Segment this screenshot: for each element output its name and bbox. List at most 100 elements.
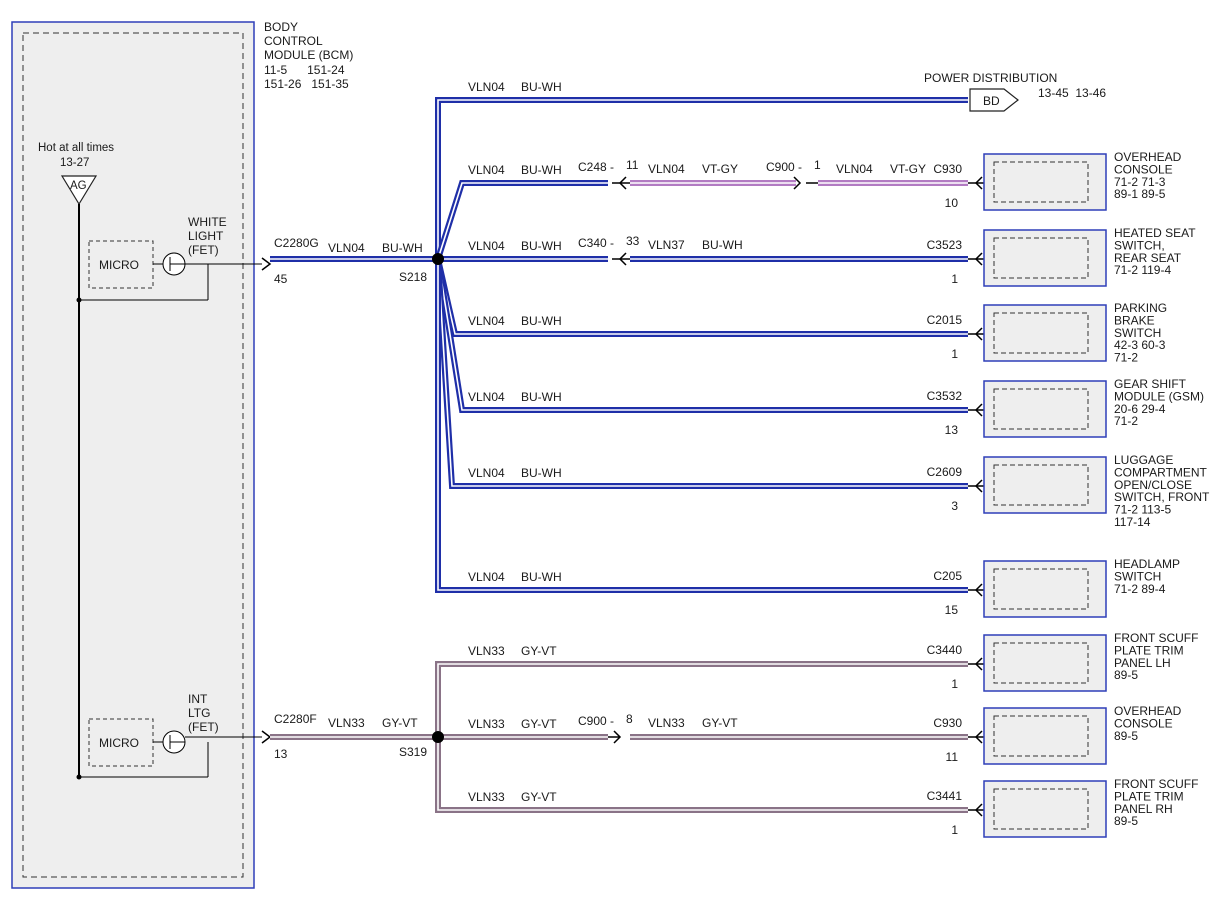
segment-color: BU-WH: [521, 466, 562, 480]
segment-circuit: VLN04: [836, 162, 873, 176]
wire-layer: [270, 97, 968, 740]
segment-circuit: VLN04: [468, 314, 505, 328]
component-label-line: PARKING: [1114, 301, 1167, 315]
power-distribution-title: POWER DISTRIBUTION: [924, 71, 1057, 85]
driver-connector: C2280G: [274, 236, 319, 250]
power-supply: Hot at all times 13-27 AG: [38, 142, 208, 780]
driver-int-ltg: MICRO INT LTG (FET) C2280F 13 VLN33 GY-V…: [88, 692, 427, 777]
driver-color: GY-VT: [382, 716, 418, 730]
bd-connector-icon: [969, 88, 1019, 112]
component-label-line: SWITCH,: [1114, 238, 1165, 252]
component-label-line: OPEN/CLOSE: [1114, 478, 1192, 492]
inline-pin: 8: [626, 712, 633, 726]
bcm-inner-outline: [22, 32, 244, 878]
component-inner-box: [993, 788, 1089, 830]
bcm-refs: 11-5 151-24 151-26 151-35: [0, 0, 368, 91]
splice-dot-s319: [432, 731, 444, 743]
component-label-line: HEATED SEAT: [1114, 226, 1196, 240]
wire-outer: [435, 258, 968, 337]
wire-inner: [437, 182, 608, 260]
driver-pin: 45: [274, 272, 288, 286]
end-pin: 1: [951, 823, 958, 837]
component-label-line: COMPARTMENT: [1114, 465, 1208, 479]
bcm-outline: [11, 21, 255, 889]
segment-circuit: VLN04: [468, 570, 505, 584]
inline-pin: 11: [626, 158, 639, 172]
segment-color: VT-GY: [890, 162, 926, 176]
component-box: [983, 456, 1107, 514]
wire-inner: [437, 663, 968, 737]
component-label-line: 71-2 89-4: [1114, 582, 1166, 596]
driver-circuit: VLN04: [328, 241, 365, 255]
inline-connector: C340: [578, 236, 607, 250]
end-pin: 1: [951, 272, 958, 286]
wire-outer: [435, 737, 968, 813]
micro-label: MICRO: [99, 736, 139, 750]
component-label-line: PANEL LH: [1114, 656, 1171, 670]
wire-outer: [435, 258, 968, 489]
component-label-line: CONSOLE: [1114, 716, 1173, 730]
hot-ref: 13-27: [60, 157, 89, 169]
component-box: [983, 229, 1107, 287]
component-box: [983, 153, 1107, 211]
component-label-line: 117-14: [1114, 515, 1151, 529]
component-label-line: 89-1 89-5: [1114, 187, 1166, 201]
segment-circuit: VLN33: [468, 790, 505, 804]
component-label-line: FRONT SCUFF: [1114, 631, 1198, 645]
segment-circuit: VLN04: [648, 162, 685, 176]
component-label-line: 89-5: [1114, 729, 1138, 743]
component-label-line: PLATE TRIM: [1114, 789, 1184, 803]
component-label-line: OVERHEAD: [1114, 704, 1182, 718]
driver-label: INT LTG (FET): [188, 692, 219, 734]
end-connector: C2609: [927, 465, 963, 479]
component-label-line: LUGGAGE: [1114, 453, 1173, 467]
component-box: [983, 634, 1107, 692]
component-label-line: FRONT SCUFF: [1114, 777, 1198, 791]
segment-color: GY-VT: [521, 790, 557, 804]
component-box: [983, 707, 1107, 765]
pd-wire: [435, 97, 968, 259]
driver-pin: 13: [274, 747, 288, 761]
end-pin: 3: [951, 499, 958, 513]
segment-color: BU-WH: [521, 314, 562, 328]
component-inner-box: [993, 464, 1089, 506]
component-label-line: 71-2 71-3: [1114, 175, 1166, 189]
splice-label: S218: [399, 270, 427, 284]
end-connector: C3441: [927, 789, 963, 803]
component-label-line: SWITCH: [1114, 569, 1161, 583]
segment-circuit: VLN04: [468, 466, 505, 480]
end-pin: 15: [945, 603, 959, 617]
component-label-line: 89-5: [1114, 814, 1138, 828]
component-label-line: PANEL RH: [1114, 802, 1173, 816]
inline-arrow-icon: [793, 176, 802, 190]
pd-circuit: VLN04: [468, 80, 505, 94]
segment-circuit: VLN37: [648, 238, 685, 252]
end-connector: C930: [933, 716, 962, 730]
component-inner-box: [993, 237, 1089, 279]
component-label-line: MODULE (GSM): [1114, 389, 1204, 403]
wire-inner: [437, 259, 968, 591]
component-label-line: 71-2: [1114, 351, 1138, 365]
segment-color: VT-GY: [702, 162, 738, 176]
wire-outer: [435, 97, 968, 259]
inline-connector: C900: [578, 714, 607, 728]
branch-wire: [435, 661, 968, 737]
inline-pin: 33: [626, 234, 640, 248]
end-connector: C3532: [927, 389, 963, 403]
component-label-line: BRAKE: [1114, 313, 1155, 327]
segment-color: GY-VT: [521, 717, 557, 731]
end-connector: C3440: [927, 643, 963, 657]
